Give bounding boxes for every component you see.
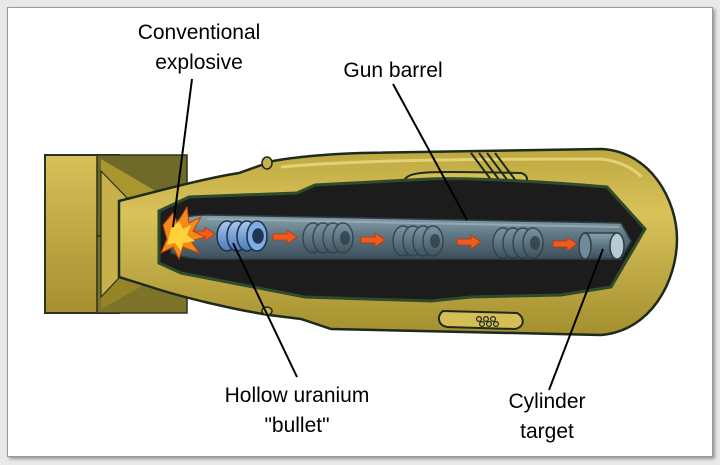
label-hollow-uranium-2: "bullet" — [264, 414, 329, 437]
label-hollow-uranium-1: Hollow uranium — [225, 384, 370, 407]
label-gun-barrel: Gun barrel — [343, 59, 442, 82]
bullet-travel-rings — [302, 222, 544, 259]
label-conventional-explosive-2: explosive — [155, 51, 243, 74]
label-cylinder-target-1: Cylinder — [508, 390, 585, 413]
label-conventional-explosive-1: Conventional — [138, 21, 261, 44]
explosion-icon — [160, 205, 207, 261]
diagram-frame: Conventional explosive Gun barrel Hollow… — [7, 7, 713, 457]
leader-lines — [172, 78, 604, 391]
cylinder-target — [578, 232, 625, 260]
arrow-icon — [190, 226, 578, 252]
label-cylinder-target-2: target — [520, 420, 574, 443]
bomb-diagram: Conventional explosive Gun barrel Hollow… — [44, 21, 679, 443]
uranium-bullet — [216, 220, 268, 252]
